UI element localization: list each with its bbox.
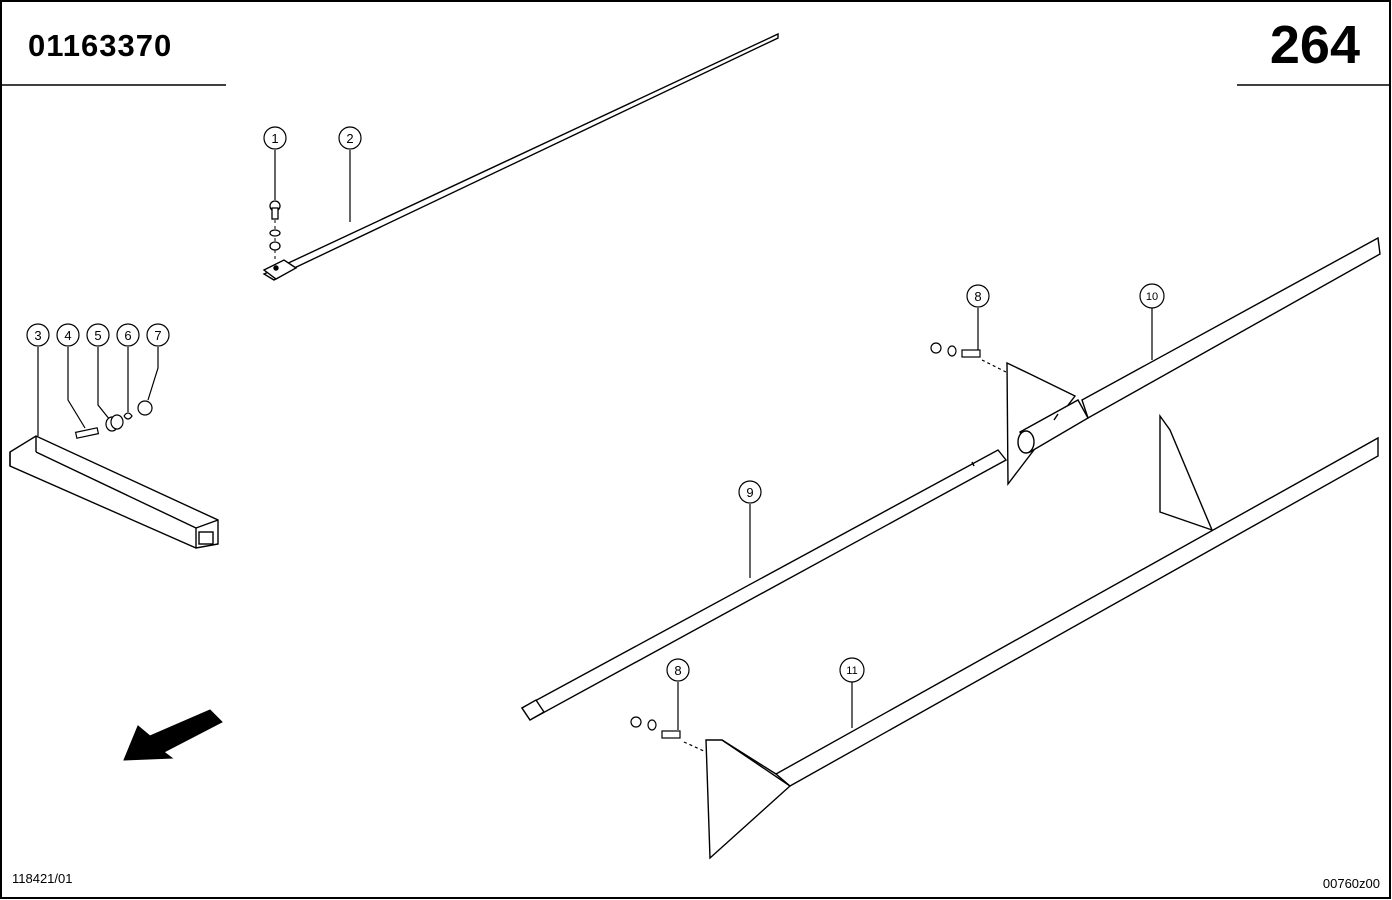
callout-4: 4 <box>56 323 80 347</box>
part-10-round-tube <box>1006 236 1381 487</box>
callout-3: 3 <box>26 323 50 347</box>
part-3-square-tube <box>9 435 219 549</box>
footer-right-code: 00760z00 <box>1322 876 1380 891</box>
callout-8-upper: 8 <box>966 284 990 308</box>
callout-7: 7 <box>146 323 170 347</box>
callout-8-upper-label: 8 <box>974 289 981 304</box>
callout-5-label: 5 <box>94 328 101 343</box>
callout-7-label: 7 <box>154 328 161 343</box>
callout-9: 9 <box>738 480 762 504</box>
footer-left-code: 118421/01 <box>12 871 73 886</box>
callout-9-label: 9 <box>746 485 753 500</box>
hardware-4-7 <box>67 347 159 439</box>
callout-2: 2 <box>338 126 362 150</box>
part-11-channel <box>705 413 1379 860</box>
callout-2-label: 2 <box>346 131 353 146</box>
part-2-flat-bar <box>262 32 779 281</box>
callout-11: 11 <box>839 657 865 683</box>
direction-arrow <box>123 709 223 761</box>
drawing-number: 01163370 <box>28 28 173 63</box>
callout-5: 5 <box>86 323 110 347</box>
callout-10: 10 <box>1139 283 1165 309</box>
part-9-rod <box>520 449 1008 721</box>
callout-4-label: 4 <box>64 328 71 343</box>
callout-1: 1 <box>263 126 287 150</box>
callout-8-lower-label: 8 <box>674 663 681 678</box>
callout-11-label: 11 <box>846 665 857 677</box>
page-number: 264 <box>1269 15 1360 75</box>
callout-6-label: 6 <box>124 328 131 343</box>
callout-3-label: 3 <box>34 328 41 343</box>
hardware-8-upper <box>930 308 1007 373</box>
callout-6: 6 <box>116 323 140 347</box>
callout-8-lower: 8 <box>666 658 690 682</box>
hardware-8-lower <box>630 682 707 753</box>
callout-1-label: 1 <box>271 131 278 146</box>
callout-10-label: 10 <box>1146 291 1158 303</box>
part-1-bolt <box>269 150 281 262</box>
